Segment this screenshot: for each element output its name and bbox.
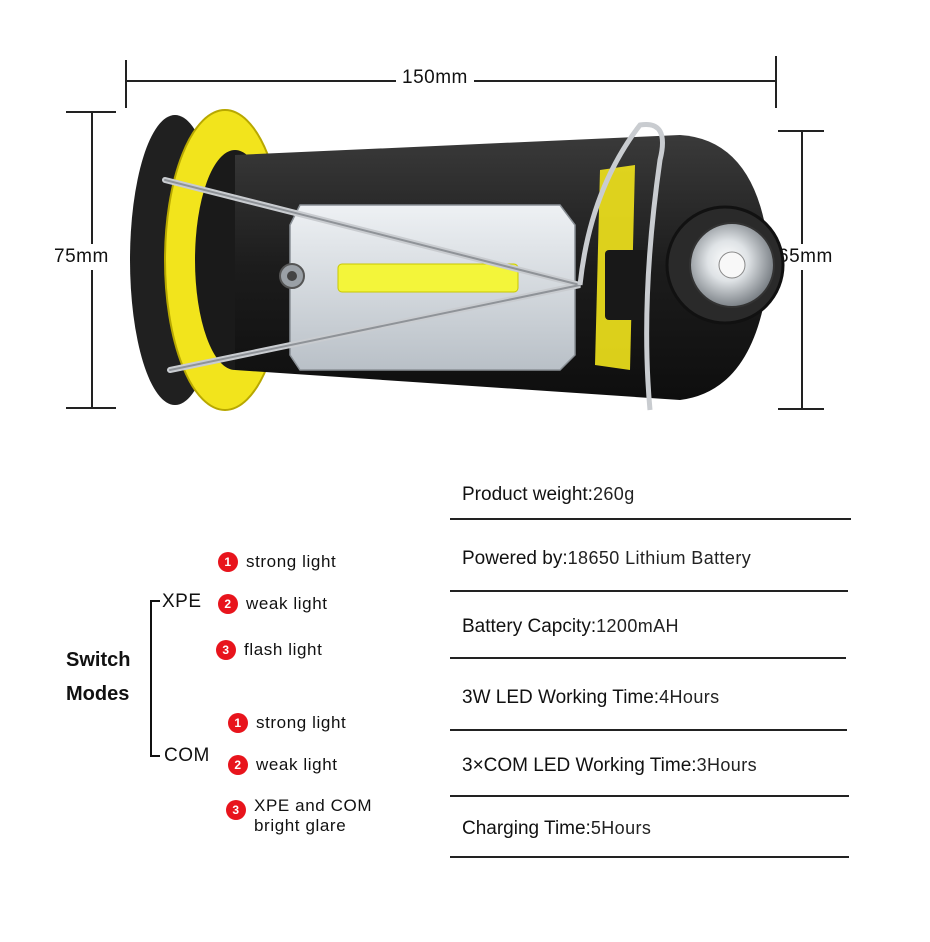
mode-text: flash light [244,640,323,659]
com-bracket-tick [150,755,160,757]
spec-key: 3W LED Working Time: [462,687,660,708]
right-height-dimension-line [801,131,803,409]
spec-divider [450,729,847,731]
mode-text: strong light [256,713,347,732]
mode-text: strong light [246,552,337,571]
xpe-mode-3: 3 flash light [216,640,322,660]
wire-handle [577,121,665,411]
right-height-bottom-tick [778,408,824,410]
mode-number-badge: 1 [228,713,248,733]
spec-divider [450,795,849,797]
mode-number-badge: 2 [218,594,238,614]
com-group-label: COM [164,745,210,766]
spec-value: 3Hours [696,755,758,775]
com-mode-2: 2 weak light [228,755,338,775]
switch-modes-title-line1: Switch [66,649,131,671]
spec-row-led-time: 3W LED Working Time:4Hours [462,687,862,709]
spec-key: Charging Time: [462,818,591,839]
spec-row-capacity: Battery Capcity:1200mAH [462,616,862,638]
cob-led-strip [337,263,519,293]
switch-modes-title-line2: Modes [66,683,130,705]
modes-bracket [150,600,152,756]
spec-row-power: Powered by:18650 Lithium Battery [462,548,862,570]
left-height-bottom-tick [66,407,116,409]
right-height-label: 65mm [778,244,833,270]
width-dimension-left-tick [125,60,127,108]
com-mode-1: 1 strong light [228,713,346,733]
right-height-top-tick [778,130,824,132]
spec-divider [450,657,846,659]
spec-row-charging: Charging Time:5Hours [462,818,862,840]
spec-divider [450,590,848,592]
xpe-bracket-tick [150,600,160,602]
lantern-product-image [130,109,785,411]
mode-text-line1: XPE and COM [254,796,373,815]
spec-value: 260g [592,484,635,504]
mode-text: XPE and COM bright glare [254,796,372,836]
spec-key: Powered by: [462,548,568,569]
spec-value: 18650 Lithium Battery [567,548,752,568]
spec-value: 4Hours [659,687,720,707]
spec-divider [450,518,851,520]
width-dimension-label: 150mm [396,67,474,89]
spec-key: 3×COM LED Working Time: [462,755,697,776]
spec-value: 1200mAH [596,616,679,636]
com-mode-3: 3 XPE and COM bright glare [226,796,372,836]
spec-row-weight: Product weight:260g [462,484,862,506]
mode-number-badge: 1 [218,552,238,572]
xpe-mode-1: 1 strong light [218,552,336,572]
xpe-mode-2: 2 weak light [218,594,328,614]
width-dimension-right-tick [775,56,777,108]
mode-text-line2: bright glare [254,816,347,835]
spec-divider [450,856,849,858]
left-height-top-tick [66,111,116,113]
mode-text: weak light [246,594,328,613]
mode-text: weak light [256,755,338,774]
mode-number-badge: 2 [228,755,248,775]
mode-number-badge: 3 [216,640,236,660]
spec-row-com-time: 3×COM LED Working Time:3Hours [462,755,862,777]
spec-key: Product weight: [462,484,593,505]
mode-number-badge: 3 [226,800,246,820]
left-height-label: 75mm [54,244,109,270]
spec-value: 5Hours [590,818,652,838]
spec-key: Battery Capcity: [462,616,597,637]
xpe-group-label: XPE [162,591,202,612]
switch-modes-title: Switch Modes [66,643,130,711]
